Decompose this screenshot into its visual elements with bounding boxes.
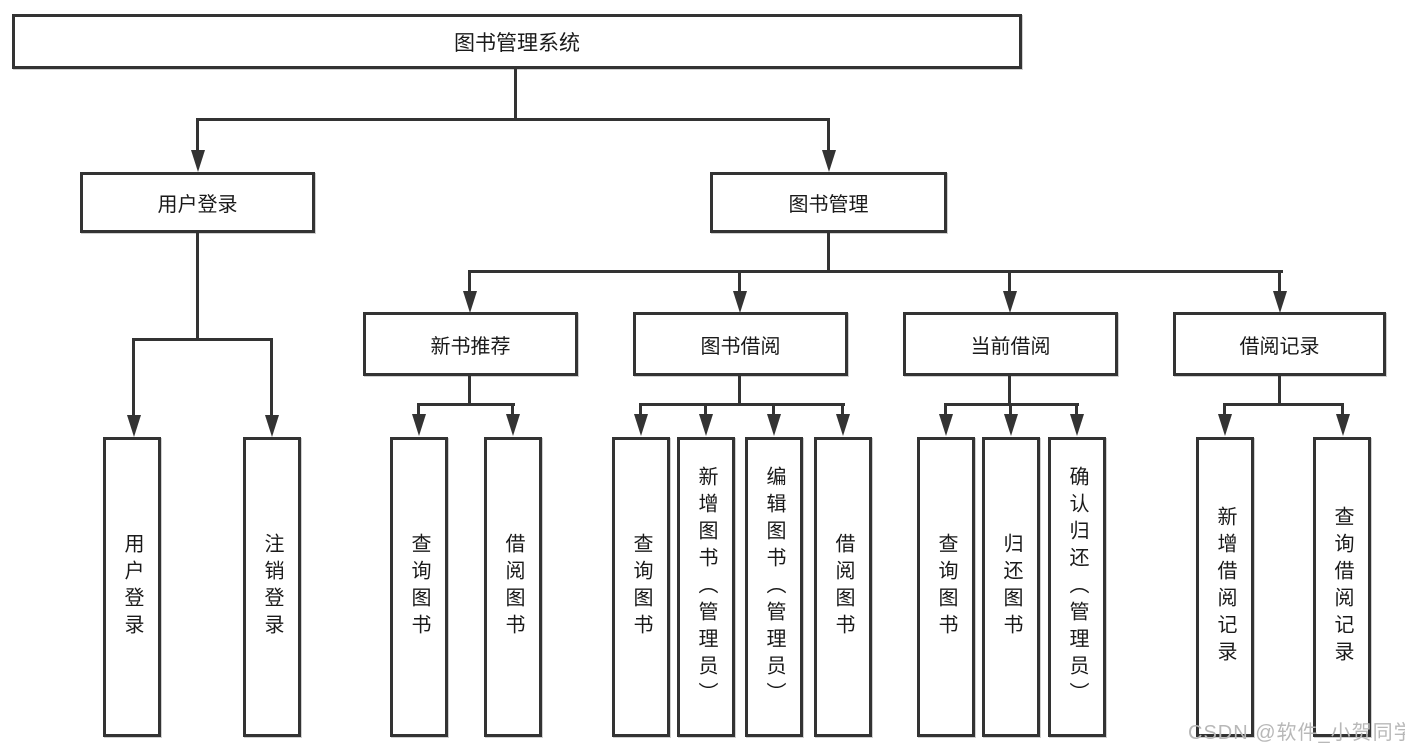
arrow-down-icon xyxy=(634,414,648,436)
arrow-down-icon xyxy=(265,415,279,437)
connector-line xyxy=(738,270,741,292)
node-user-login-label: 用户登录 xyxy=(157,194,238,216)
arrow-down-icon xyxy=(699,414,713,436)
arrow-down-icon xyxy=(733,291,747,313)
node-borrowing-records-label: 借阅记录 xyxy=(1239,335,1320,358)
leaf-query-borrow-record: 查询借阅记录 xyxy=(1313,437,1371,737)
connector-line xyxy=(417,403,515,406)
leaf-edit-book-admin: 编辑图书（管理员） xyxy=(745,437,803,737)
node-borrowing-records: 借阅记录 xyxy=(1173,312,1386,376)
connector-line xyxy=(1008,270,1011,292)
connector-line xyxy=(1223,403,1344,406)
node-user-login: 用户登录 xyxy=(80,172,315,233)
connector-line xyxy=(1278,270,1281,292)
arrow-down-icon xyxy=(767,414,781,436)
node-book-management: 图书管理 xyxy=(710,172,947,233)
connector-line xyxy=(468,270,1283,273)
watermark: CSDN @软件_小贺同学 xyxy=(1188,722,1405,744)
arrow-down-icon xyxy=(412,414,426,436)
leaf-return-book-label: 归还图书 xyxy=(1000,533,1022,641)
connector-line xyxy=(827,118,830,152)
arrow-down-icon xyxy=(1218,414,1232,436)
connector-line xyxy=(132,338,273,341)
connector-line xyxy=(1075,403,1078,415)
leaf-borrowing-borrow-books: 借阅图书 xyxy=(814,437,872,737)
leaf-return-book: 归还图书 xyxy=(982,437,1040,737)
connector-line xyxy=(841,403,844,415)
node-book-management-label: 图书管理 xyxy=(788,194,869,216)
node-current-borrowing: 当前借阅 xyxy=(903,312,1118,376)
leaf-add-borrow-record-label: 新增借阅记录 xyxy=(1214,506,1236,668)
node-book-borrowing: 图书借阅 xyxy=(633,312,848,376)
leaf-confirm-return-admin-label: 确认归还（管理员） xyxy=(1066,465,1088,709)
arrow-down-icon xyxy=(463,291,477,313)
leaf-recommend-query-books: 查询图书 xyxy=(390,437,448,737)
arrow-down-icon xyxy=(822,150,836,172)
leaf-logout-label: 注销登录 xyxy=(261,533,283,641)
leaf-borrowing-borrow-books-label: 借阅图书 xyxy=(832,533,854,641)
connector-line xyxy=(772,403,775,415)
arrow-down-icon xyxy=(506,414,520,436)
connector-line xyxy=(270,338,273,415)
leaf-query-borrow-record-label: 查询借阅记录 xyxy=(1331,506,1353,668)
node-book-borrowing-label: 图书借阅 xyxy=(700,335,781,358)
connector-line xyxy=(639,403,845,406)
connector-line xyxy=(1341,403,1344,415)
connector-line xyxy=(514,69,517,118)
leaf-user-login: 用户登录 xyxy=(103,437,161,737)
leaf-add-book-admin-label: 新增图书（管理员） xyxy=(695,465,717,709)
arrow-down-icon xyxy=(191,150,205,172)
arrow-down-icon xyxy=(1004,414,1018,436)
leaf-user-login-label: 用户登录 xyxy=(121,533,143,641)
node-current-borrowing-label: 当前借阅 xyxy=(970,335,1051,358)
connector-line xyxy=(468,376,471,406)
node-new-book-recommend-label: 新书推荐 xyxy=(430,335,511,358)
leaf-recommend-borrow-books-label: 借阅图书 xyxy=(502,533,524,641)
connector-line xyxy=(468,270,471,292)
leaf-confirm-return-admin: 确认归还（管理员） xyxy=(1048,437,1106,737)
node-root-system: 图书管理系统 xyxy=(12,14,1022,69)
leaf-current-query-books: 查询图书 xyxy=(917,437,975,737)
connector-line xyxy=(944,403,947,415)
leaf-edit-book-admin-label: 编辑图书（管理员） xyxy=(763,465,785,709)
arrow-down-icon xyxy=(1003,291,1017,313)
arrow-down-icon xyxy=(127,415,141,437)
connector-line xyxy=(196,118,830,121)
leaf-recommend-borrow-books: 借阅图书 xyxy=(484,437,542,737)
connector-line xyxy=(417,403,420,415)
arrow-down-icon xyxy=(836,414,850,436)
connector-line xyxy=(1223,403,1226,415)
leaf-add-borrow-record: 新增借阅记录 xyxy=(1196,437,1254,737)
arrow-down-icon xyxy=(1273,291,1287,313)
leaf-recommend-query-books-label: 查询图书 xyxy=(408,533,430,641)
leaf-borrowing-query-books: 查询图书 xyxy=(612,437,670,737)
node-new-book-recommend: 新书推荐 xyxy=(363,312,578,376)
leaf-add-book-admin: 新增图书（管理员） xyxy=(677,437,735,737)
connector-line xyxy=(1009,403,1012,415)
connector-line xyxy=(1008,376,1011,406)
leaf-logout: 注销登录 xyxy=(243,437,301,737)
arrow-down-icon xyxy=(1070,414,1084,436)
connector-line xyxy=(738,376,741,406)
connector-line xyxy=(132,338,135,415)
leaf-current-query-books-label: 查询图书 xyxy=(935,533,957,641)
connector-line xyxy=(704,403,707,415)
connector-line xyxy=(196,233,199,338)
arrow-down-icon xyxy=(939,414,953,436)
arrow-down-icon xyxy=(1336,414,1350,436)
leaf-borrowing-query-books-label: 查询图书 xyxy=(630,533,652,641)
node-root-label: 图书管理系统 xyxy=(454,31,580,55)
connector-line xyxy=(1278,376,1281,406)
connector-line xyxy=(827,233,830,270)
connector-line xyxy=(196,118,199,152)
connector-line xyxy=(511,403,514,415)
connector-line xyxy=(639,403,642,415)
